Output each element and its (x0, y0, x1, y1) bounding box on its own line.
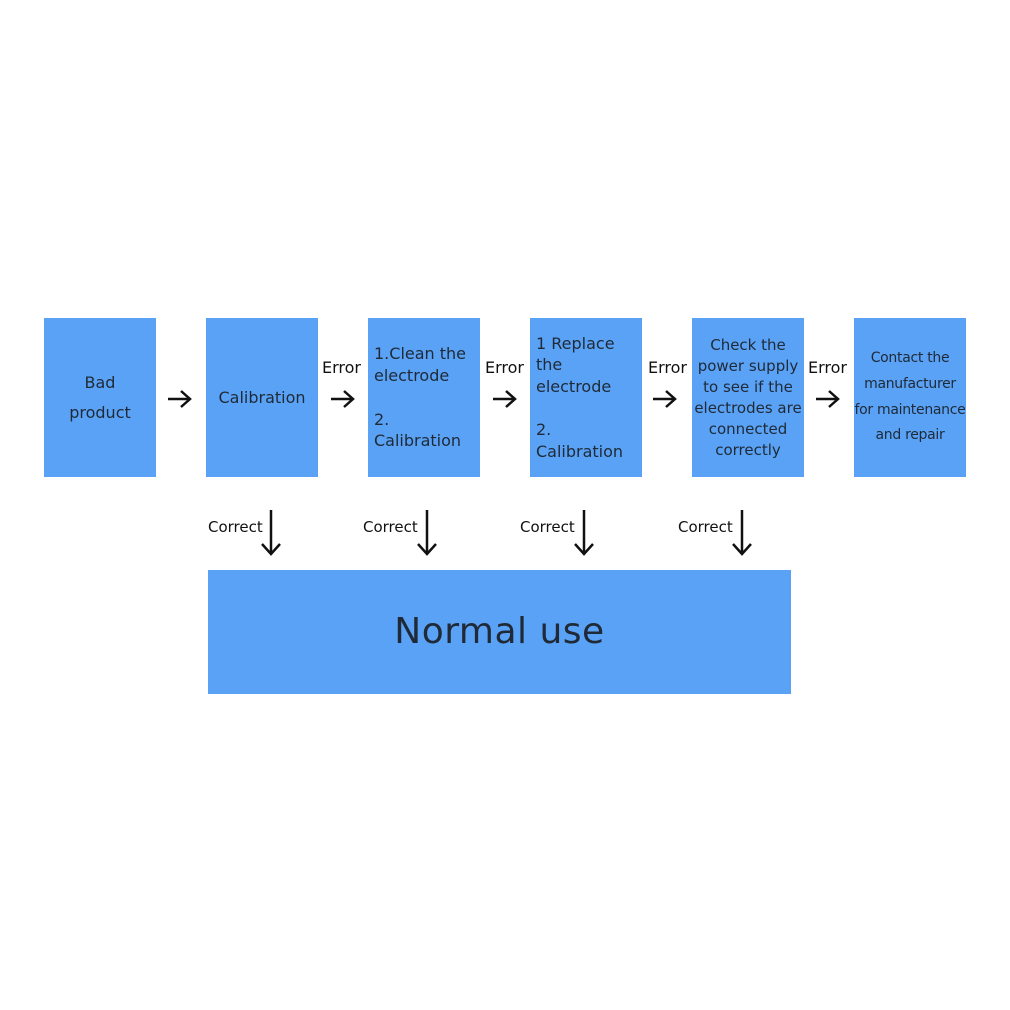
down-arrow-icon (417, 510, 437, 556)
box-text-line: power supply (697, 356, 799, 375)
box-text-line: Bad (84, 372, 116, 392)
box-clean-electrode: 1.Clean the electrode 2. Calibration (368, 318, 480, 477)
box-text-line: correctly (715, 440, 781, 459)
box-text-line: product (69, 402, 131, 422)
down-arrow-icon (574, 510, 594, 556)
box-text-line: 1.Clean the (374, 344, 467, 364)
box-text-line: for maintenance (854, 401, 966, 418)
box-text-line: electrodes are (694, 398, 802, 417)
right-arrow-icon (653, 390, 677, 408)
down-arrow-icon (261, 510, 281, 556)
box-check-power-supply-text: Check the power supply to see if the ele… (694, 335, 801, 461)
box-replace-electrode-text: 1 Replace the electrode 2. Calibration (536, 333, 642, 463)
box-text-line: Check the (710, 335, 786, 354)
correct-label: Correct (678, 518, 733, 536)
box-calibration: Calibration (206, 318, 318, 477)
box-text-line: to see if the (703, 377, 793, 396)
box-bad-product-text: Bad product (69, 372, 131, 423)
box-text-line: and repair (875, 427, 945, 444)
box-normal-use: Normal use (208, 570, 791, 694)
right-arrow-icon (331, 390, 355, 408)
error-label: Error (322, 358, 361, 377)
right-arrow-icon (168, 390, 192, 408)
box-text-line: connected (708, 419, 788, 438)
right-arrow-icon (493, 390, 517, 408)
error-label: Error (808, 358, 847, 377)
box-text-line: 1 Replace the (536, 333, 615, 375)
box-text-line: 2. Calibration (374, 409, 462, 451)
box-clean-electrode-text: 1.Clean the electrode 2. Calibration (374, 343, 480, 451)
down-arrow-icon (732, 510, 752, 556)
correct-label: Correct (208, 518, 263, 536)
box-text-line: manufacturer (864, 375, 956, 392)
error-label: Error (648, 358, 687, 377)
box-text-line: electrode (374, 365, 450, 385)
box-contact-manufacturer-text: Contact the manufacturer for maintenance… (855, 346, 966, 450)
box-contact-manufacturer: Contact the manufacturer for maintenance… (854, 318, 966, 477)
box-replace-electrode: 1 Replace the electrode 2. Calibration (530, 318, 642, 477)
box-text-line: electrode (536, 376, 612, 396)
right-arrow-icon (816, 390, 840, 408)
box-text-line: Contact the (870, 349, 950, 366)
error-label: Error (485, 358, 524, 377)
correct-label: Correct (520, 518, 575, 536)
box-calibration-text: Calibration (218, 387, 306, 407)
box-bad-product: Bad product (44, 318, 156, 477)
box-normal-use-text: Normal use (394, 610, 605, 652)
box-check-power-supply: Check the power supply to see if the ele… (692, 318, 804, 477)
correct-label: Correct (363, 518, 418, 536)
box-text-line: 2. Calibration (536, 420, 624, 461)
